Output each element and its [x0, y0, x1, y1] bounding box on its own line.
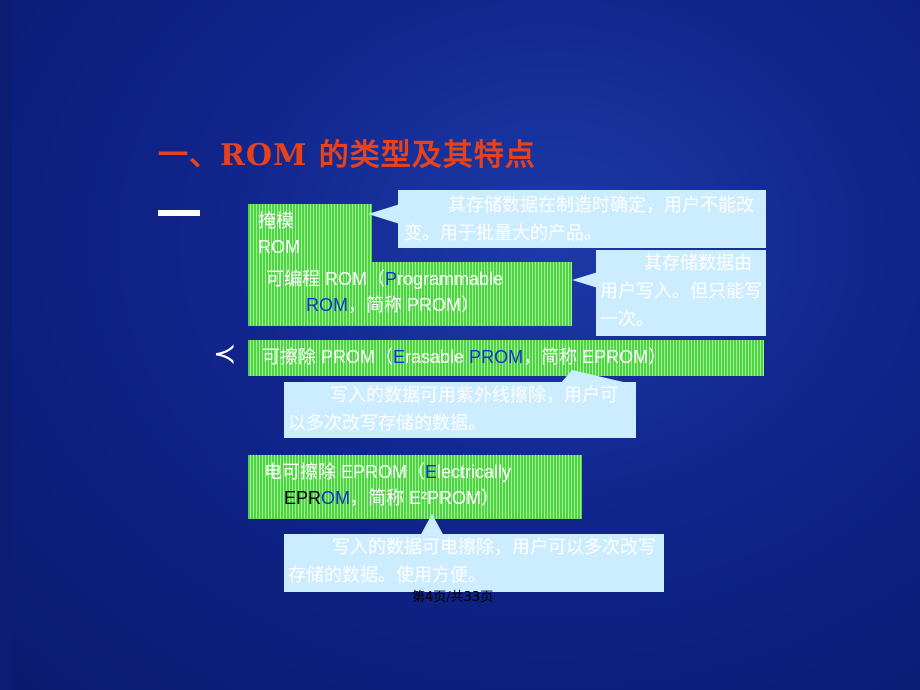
- prom-callout: 其存储数据由用户写入。但只能写一次。: [596, 250, 766, 336]
- eeprom-label-line2: EPROM，简称 E²PROM）: [264, 485, 582, 511]
- prom-text: 可编程 ROM（: [266, 269, 385, 289]
- eprom-text: 可擦除 PROM（: [262, 347, 394, 367]
- eeprom-om: OM: [321, 488, 351, 508]
- eeprom-text: 电可擦除 EPROM（: [264, 462, 426, 482]
- callout-tail: [420, 514, 444, 536]
- eprom-box: 可擦除 PROM（Erasable PROM，简称 EPROM）: [248, 340, 764, 376]
- eeprom-label-line1: 电可擦除 EPROM（Electrically: [264, 459, 582, 485]
- eeprom-callout: 写入的数据可电擦除，用户可以多次改写存储的数据。使用方便。: [284, 534, 664, 592]
- eeprom-text: ，简称 E²PROM）: [350, 488, 500, 508]
- prom-text: ，简称 PROM）: [348, 295, 480, 315]
- callout-tail: [560, 370, 632, 384]
- prom-label-line1: 可编程 ROM（Programmable: [266, 266, 572, 292]
- prom-rom-word: ROM: [306, 295, 348, 315]
- eprom-text: ，简称 EPROM）: [523, 347, 667, 367]
- callout-tail: [368, 204, 400, 224]
- dash-mark: [158, 210, 200, 216]
- eeprom-box: 电可擦除 EPROM（Electrically EPROM，简称 E²PROM）: [248, 455, 582, 519]
- brace-icon: ≺: [213, 337, 237, 370]
- prom-box: 可编程 ROM（Programmable ROM，简称 PROM）: [248, 262, 572, 326]
- eeprom-epr: EPR: [284, 488, 322, 508]
- eprom-letter-e: E: [393, 347, 406, 367]
- slide-title: 一、ROM 的类型及其特点: [158, 138, 536, 173]
- page-number: 第4页/共33页: [412, 590, 494, 605]
- mask-rom-label-line2: ROM: [258, 237, 300, 257]
- eprom-text: rasable: [405, 347, 470, 367]
- eprom-callout: 写入的数据可用紫外线擦除，用户可以多次改写存储的数据。: [284, 382, 636, 438]
- callout-tail: [572, 272, 598, 288]
- prom-label-line2: ROM，简称 PROM）: [266, 292, 572, 318]
- eeprom-text: lectrically: [437, 462, 512, 482]
- eeprom-letter-e: E: [425, 462, 438, 482]
- prom-text: rogrammable: [397, 269, 504, 289]
- eprom-prom-word: PROM: [469, 347, 524, 367]
- mask-rom-label-line1: 掩模: [258, 211, 294, 231]
- slide-left-bar: [0, 0, 12, 690]
- mask-rom-box: 掩模 ROM: [248, 204, 372, 262]
- prom-letter-p: P: [385, 269, 398, 289]
- mask-rom-callout: 其存储数据在制造时确定，用户不能改变。用于批量大的产品。: [398, 190, 766, 248]
